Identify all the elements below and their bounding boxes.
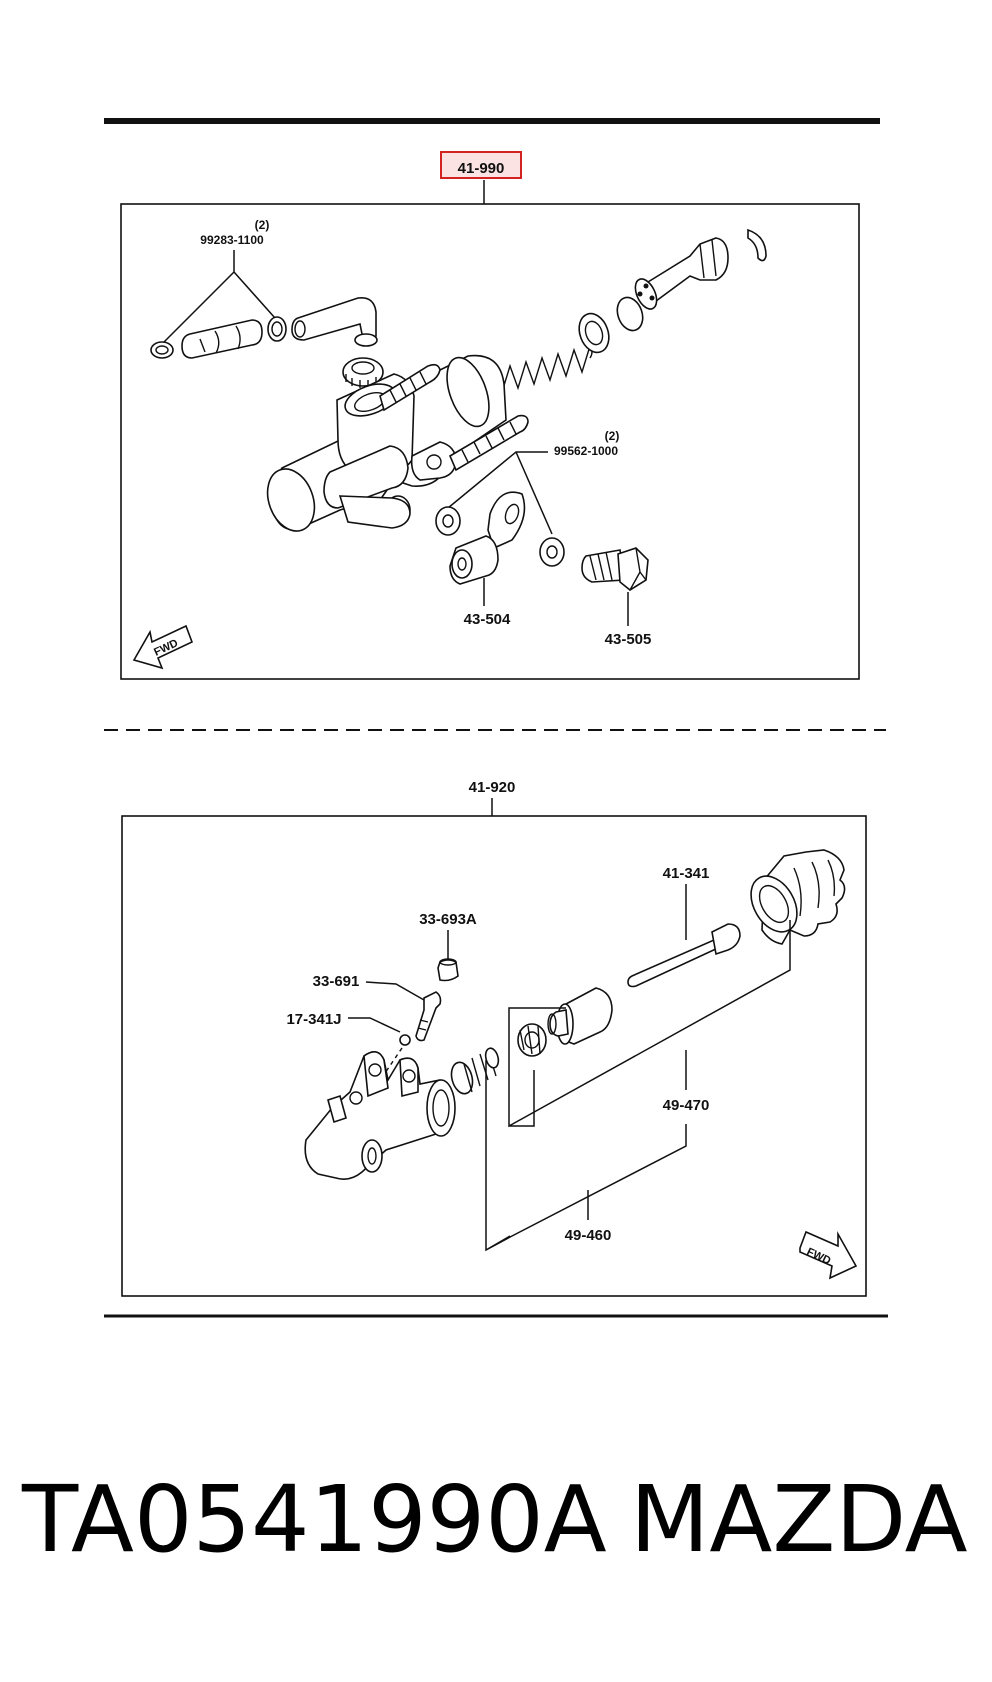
washer-leader — [447, 451, 553, 535]
kit-inner-label[interactable]: 49-460 — [565, 1227, 612, 1244]
o-ring — [616, 296, 644, 332]
secondary-cup — [578, 312, 610, 354]
piston — [634, 237, 729, 310]
parts-diagram: 41-990 (2) 99283-1100 — [104, 118, 888, 1318]
push-rod-label[interactable]: 41-341 — [663, 865, 710, 882]
hose-clamp-left — [150, 341, 174, 359]
slave-piston — [547, 987, 613, 1045]
return-spring — [450, 1047, 500, 1095]
lower-assembly: 41-920 33-693A 33-691 17-341J — [121, 779, 867, 1297]
brand-name: MAZDA — [630, 1466, 968, 1573]
cap-label[interactable]: 33-693A — [419, 911, 477, 928]
bleeder-screw — [415, 991, 442, 1042]
hose-clamp-right — [267, 316, 287, 342]
bleeder-screw-leader — [365, 981, 425, 1001]
kit-inner-leader — [485, 1060, 687, 1252]
bleeder-screw-label[interactable]: 33-691 — [313, 973, 360, 990]
washer-qty: (2) — [605, 429, 620, 443]
washer-right — [539, 537, 565, 567]
upper-assembly-frame — [120, 203, 860, 680]
footer: TA0541990A MAZDA — [0, 1460, 992, 1580]
stud-upper — [379, 363, 441, 412]
steel-ball-leader — [348, 1017, 401, 1033]
piston-cup — [517, 1023, 547, 1057]
fwd-arrow-upper: FWD — [132, 624, 194, 670]
snap-ring — [747, 228, 767, 262]
grommet — [342, 357, 384, 388]
highlight-box[interactable] — [440, 151, 522, 179]
union-label[interactable]: 43-504 — [464, 611, 511, 628]
kit-outer-leader — [508, 920, 791, 1128]
steel-ball — [399, 1034, 411, 1046]
dust-boot — [750, 849, 846, 945]
kit-outer-label[interactable]: 49-470 — [663, 1097, 710, 1114]
lower-assembly-label[interactable]: 41-920 — [469, 779, 516, 796]
steel-ball-label[interactable]: 17-341J — [286, 1011, 341, 1028]
fwd-arrow-lower: FWD — [799, 1230, 858, 1280]
upper-assembly: 41-990 (2) 99283-1100 — [120, 151, 860, 680]
hose-clamp-qty: (2) — [255, 218, 270, 232]
pipe-elbow — [291, 296, 378, 347]
part-number: TA0541990A — [22, 1466, 607, 1573]
union — [449, 491, 526, 585]
stud-lower — [448, 414, 529, 472]
washer-label[interactable]: 99562-1000 — [554, 444, 618, 458]
bleeder-cap — [437, 958, 459, 982]
lower-assembly-frame — [121, 815, 867, 1297]
slave-cylinder-body — [304, 1051, 456, 1180]
upper-assembly-label[interactable]: 41-990 — [458, 160, 505, 177]
hose-clamp-leader — [162, 250, 276, 344]
union-bolt — [581, 547, 649, 591]
union-bolt-label[interactable]: 43-505 — [605, 631, 652, 648]
push-rod — [627, 923, 741, 988]
hose — [181, 319, 263, 359]
hose-clamp-label[interactable]: 99283-1100 — [200, 233, 264, 247]
washer-left — [435, 506, 461, 536]
